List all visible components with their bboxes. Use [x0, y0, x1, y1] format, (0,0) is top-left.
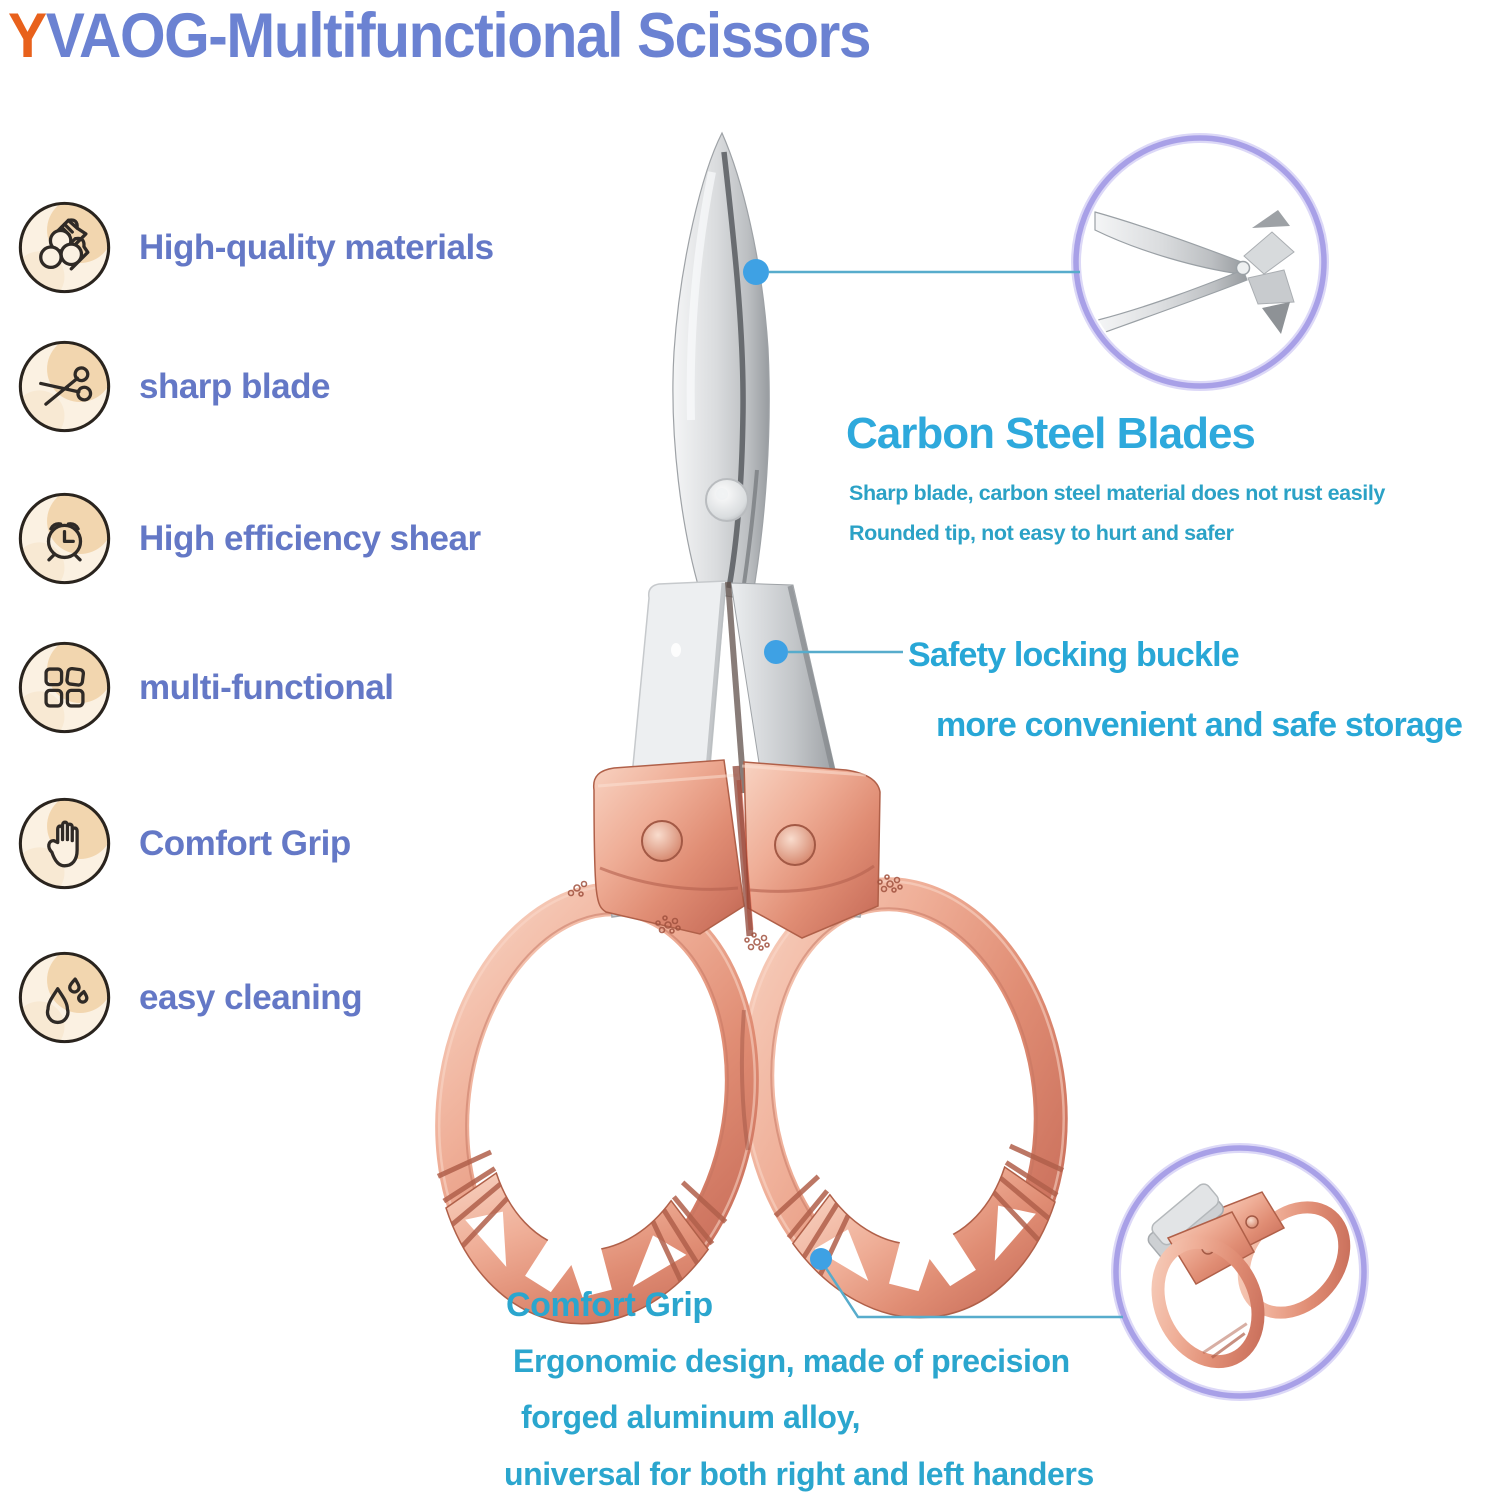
callout-leaders: [743, 259, 1123, 1319]
title-rest: VAOG-Multifunctional Scissors: [45, 1, 872, 71]
alarm-clock-icon: [18, 492, 111, 585]
feature-easy-cleaning: easy cleaning: [16, 949, 363, 1046]
pivot-rivet: [705, 478, 749, 522]
feature-multi-functional: multi-functional: [16, 639, 394, 736]
blade-callout-dot: [743, 259, 769, 285]
feature-label: Comfort Grip: [139, 823, 351, 863]
comfort-grip-line2: forged aluminum alloy,: [521, 1399, 861, 1435]
left-handle-rivet: [641, 820, 683, 862]
lock-callout-dot: [764, 640, 788, 664]
comfort-grip-heading: Comfort Grip: [506, 1286, 713, 1324]
feature-sharp-blade: sharp blade: [16, 338, 330, 435]
feature-high-efficiency-shear: High efficiency shear: [16, 490, 481, 587]
feature-high-quality-materials: High-quality materials: [16, 199, 494, 296]
page-title: YVAOG-Multifunctional Scissors: [8, 1, 872, 71]
feature-label: multi-functional: [139, 667, 394, 707]
right-handle-ring: [740, 877, 1068, 1319]
comfort-grip-line1: Ergonomic design, made of precision: [513, 1343, 1070, 1379]
folded-scissors-inset: [1111, 1143, 1369, 1401]
title-first-letter: Y: [8, 1, 47, 71]
feature-label: sharp blade: [139, 366, 330, 406]
carbon-steel-heading: Carbon Steel Blades: [846, 409, 1256, 458]
feature-comfort-grip: Comfort Grip: [16, 795, 351, 892]
scissors-photo: [435, 131, 1068, 1325]
feature-label: High efficiency shear: [139, 518, 481, 558]
feature-label: easy cleaning: [139, 977, 363, 1017]
left-handle-ring: [435, 882, 759, 1325]
comfort-grip-line3: universal for both right and left hander…: [504, 1456, 1094, 1492]
materials-icon: [18, 201, 111, 294]
carbon-steel-line1: Sharp blade, carbon steel material does …: [849, 481, 1385, 505]
right-handle-rivet: [774, 824, 816, 866]
water-drops-icon: [18, 951, 111, 1044]
scissors-icon: [18, 340, 111, 433]
feature-label: High-quality materials: [139, 227, 494, 267]
safety-lock-line1: Safety locking buckle: [908, 636, 1240, 674]
grid-icon: [18, 641, 111, 734]
grip-callout-dot: [810, 1248, 832, 1270]
blade-closeup-inset: [1071, 133, 1329, 391]
blade-slit: [721, 151, 746, 589]
engraving: [567, 874, 903, 951]
hand-icon: [18, 797, 111, 890]
carbon-steel-line2: Rounded tip, not easy to hurt and safer: [849, 521, 1234, 545]
safety-lock-line2: more convenient and safe storage: [936, 706, 1463, 744]
